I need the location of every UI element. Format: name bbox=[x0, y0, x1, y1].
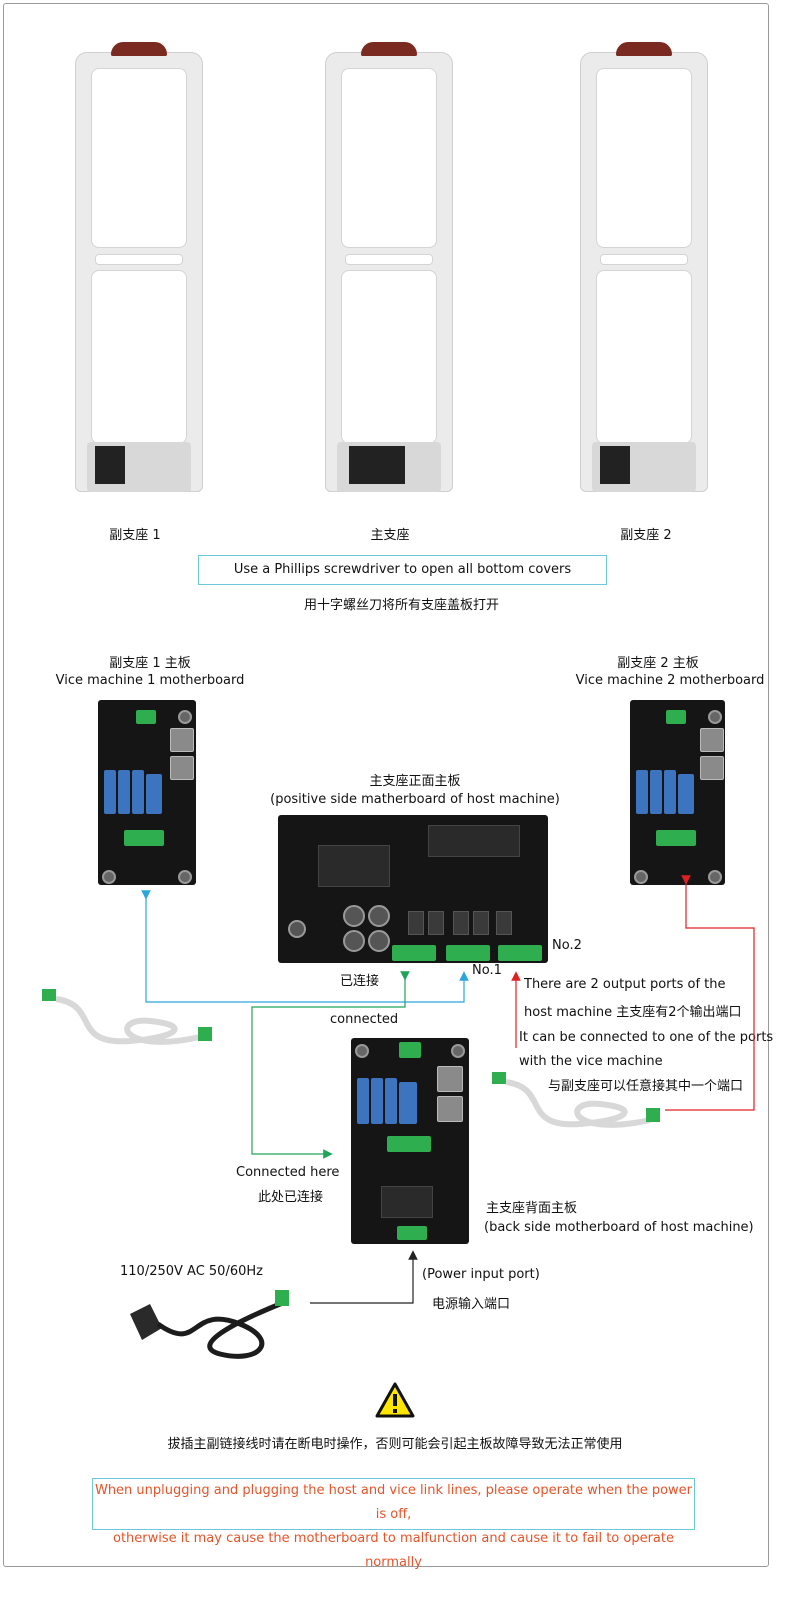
power-port-en: (Power input port) bbox=[422, 1267, 540, 1282]
alarm-lamp bbox=[111, 42, 167, 56]
vice1-title-cn: 副支座 1 主板 bbox=[109, 656, 191, 671]
power-port-cn: 电源输入端口 bbox=[432, 1297, 511, 1312]
instruction-chinese: 用十字螺丝刀将所有支座盖板打开 bbox=[303, 598, 499, 613]
host-back-title-en: (back side motherboard of host machine) bbox=[484, 1220, 754, 1235]
connected-here-cn: 此处已连接 bbox=[258, 1190, 324, 1205]
host-front-title-en: (positive side matherboard of host machi… bbox=[270, 792, 560, 807]
host-gate-label: 主支座 bbox=[370, 528, 410, 543]
link-cable-left bbox=[42, 989, 212, 1045]
connected-here-en: Connected here bbox=[236, 1165, 340, 1180]
vice-gate-2-label: 副支座 2 bbox=[620, 528, 672, 543]
vice2-title-en: Vice machine 2 motherboard bbox=[575, 673, 765, 688]
host-board-thumbnail bbox=[349, 446, 405, 484]
warning-english-box: When unplugging and plugging the host an… bbox=[92, 1478, 695, 1570]
alarm-lamp bbox=[361, 42, 417, 56]
host-front-title-cn: 主支座正面主板 bbox=[369, 774, 461, 789]
alarm-lamp bbox=[616, 42, 672, 56]
link-cable-right bbox=[492, 1072, 660, 1128]
instruction-english: Use a Phillips screwdriver to open all b… bbox=[233, 562, 572, 577]
vice1-title-en: Vice machine 1 motherboard bbox=[55, 673, 245, 688]
warning-triangle-icon bbox=[375, 1382, 415, 1418]
output-note-line4: with the vice machine bbox=[519, 1054, 663, 1069]
vice-gate-2 bbox=[580, 42, 708, 494]
output-note-line5: 与副支座可以任意接其中一个端口 bbox=[548, 1079, 744, 1094]
instruction-box: Use a Phillips screwdriver to open all b… bbox=[198, 555, 607, 585]
port-no1-label: No.1 bbox=[472, 963, 502, 978]
vice2-title-cn: 副支座 2 主板 bbox=[617, 656, 699, 671]
vice-gate-1 bbox=[75, 42, 203, 494]
vice2-motherboard bbox=[630, 700, 725, 885]
output-note-line1: There are 2 output ports of the bbox=[524, 977, 726, 992]
warning-english-line2: otherwise it may cause the motherboard t… bbox=[113, 1531, 674, 1570]
vice-board-thumbnail bbox=[95, 446, 125, 484]
vice-board-thumbnail bbox=[600, 446, 630, 484]
power-voltage: 110/250V AC 50/60Hz bbox=[120, 1264, 263, 1279]
power-cord bbox=[130, 1290, 289, 1359]
warning-english-line1: When unplugging and plugging the host an… bbox=[94, 1483, 693, 1522]
vice1-motherboard bbox=[98, 700, 196, 885]
host-back-title-cn: 主支座背面主板 bbox=[486, 1201, 578, 1216]
warning-chinese: 拔插主副链接线时请在断电时操作，否则可能会引起主板故障导致无法正常使用 bbox=[167, 1437, 623, 1452]
page-frame bbox=[3, 3, 769, 1567]
port-no2-label: No.2 bbox=[552, 938, 582, 953]
output-note-line3: It can be connected to one of the ports bbox=[519, 1030, 774, 1045]
vice-gate-1-label: 副支座 1 bbox=[109, 528, 161, 543]
output-note-line2: host machine 主支座有2个输出端口 bbox=[524, 1005, 742, 1020]
host-gate bbox=[325, 42, 453, 494]
